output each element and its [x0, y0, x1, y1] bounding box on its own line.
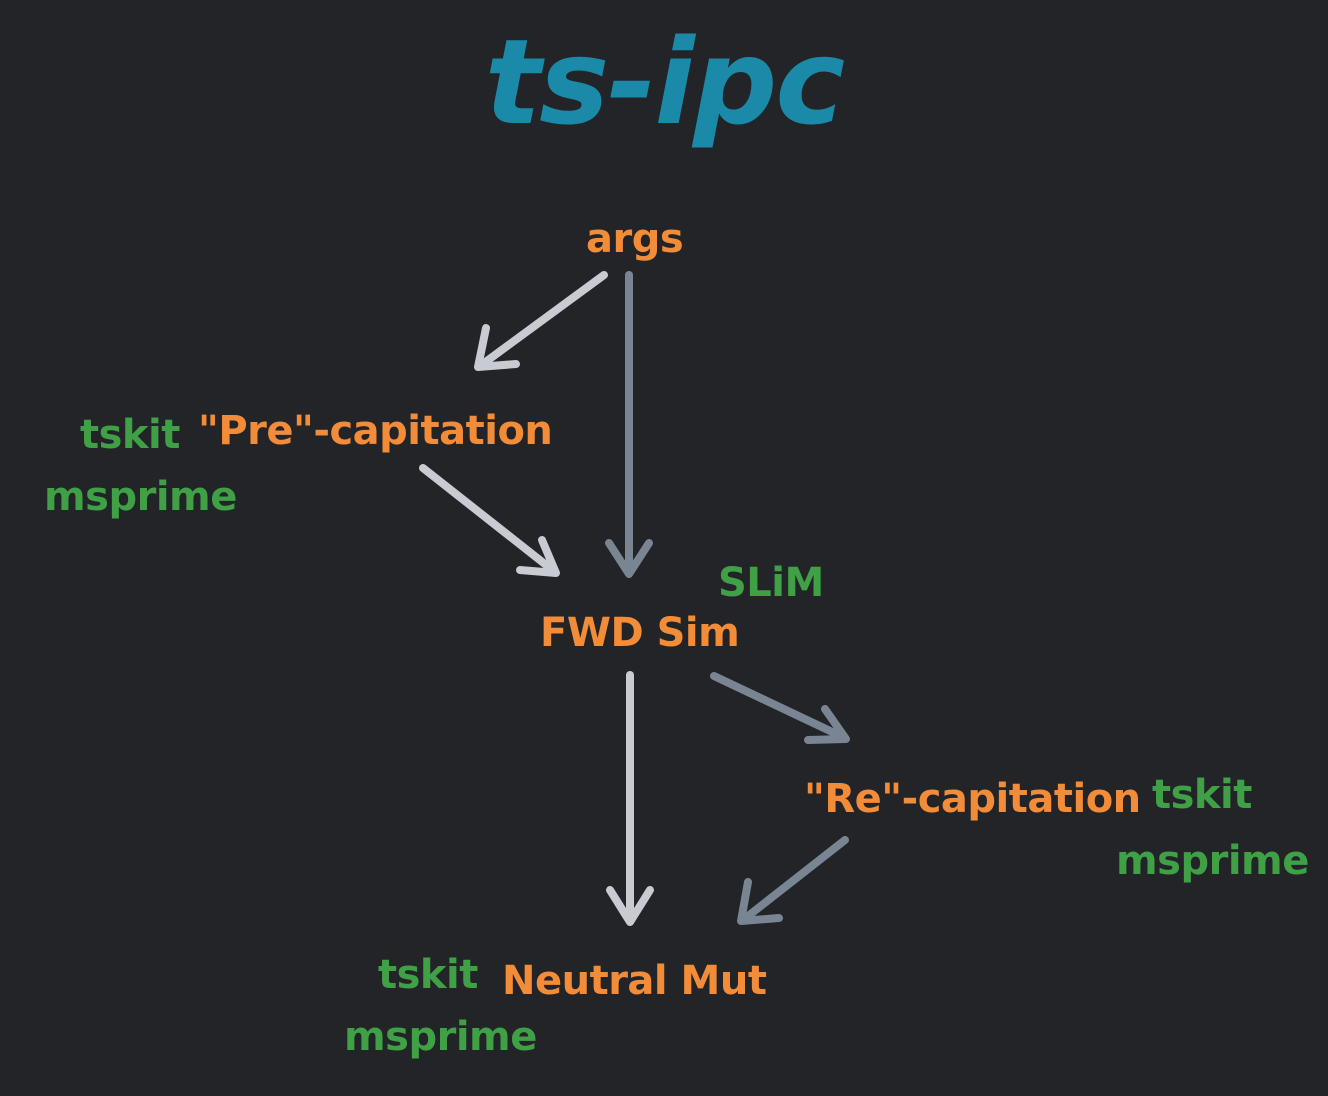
- tool-mut-msprime: msprime: [344, 1014, 537, 1060]
- diagram-title: ts-ipc: [484, 13, 845, 151]
- tool-re-tskit: tskit: [1152, 772, 1252, 818]
- tool-fwd-slim: SLiM: [718, 560, 824, 606]
- node-fwd-sim: FWD Sim: [540, 610, 740, 656]
- node-args: args: [586, 216, 684, 262]
- node-neutral-mut: Neutral Mut: [502, 958, 767, 1004]
- node-precapitation: "Pre"-capitation: [198, 408, 553, 454]
- tool-re-msprime: msprime: [1116, 838, 1309, 884]
- arrow-args-to-precapitation: [474, 271, 608, 371]
- tool-mut-tskit: tskit: [378, 952, 478, 998]
- arrow-fwd-sim-to-neutral-mut: [606, 671, 654, 926]
- tool-pre-msprime: msprime: [44, 474, 237, 520]
- tool-pre-tskit: tskit: [80, 412, 180, 458]
- arrow-fwd-sim-to-recapitation: [710, 672, 850, 744]
- arrow-recapitation-to-neutral-mut: [737, 836, 849, 925]
- arrow-precapitation-to-fwd-sim: [419, 464, 560, 577]
- node-recapitation: "Re"-capitation: [804, 776, 1141, 822]
- arrow-args-to-fwd-sim: [605, 271, 653, 578]
